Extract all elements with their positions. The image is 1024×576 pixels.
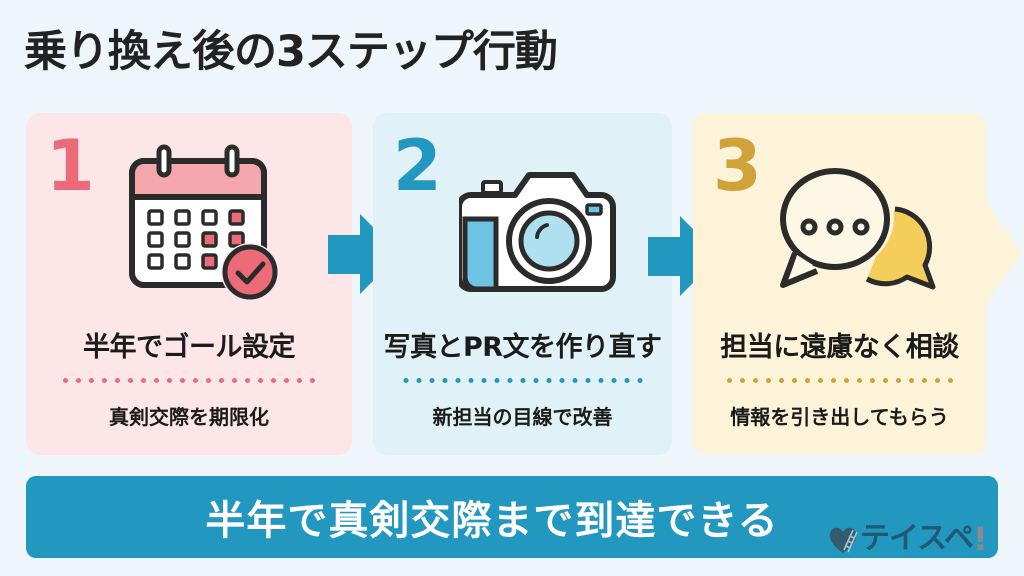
- step-card-3: 3 担当に遠慮なく相談 情報を引き出してもらう: [693, 113, 986, 455]
- step-heading: 半年でゴール設定: [83, 332, 296, 363]
- chat-bubbles-icon: [780, 165, 936, 290]
- dotted-divider: [726, 378, 953, 383]
- arrow-right-icon: [648, 216, 720, 296]
- step-subtext: 情報を引き出してもらう: [730, 405, 949, 429]
- camera-icon: [459, 172, 616, 292]
- step-number: 1: [46, 125, 95, 207]
- banner-text: 半年で真剣交際まで到達できる: [205, 498, 779, 544]
- brand-logo: テイスペ !: [826, 522, 988, 556]
- step-number: 3: [713, 125, 762, 207]
- step-heading: 写真とPR文を作り直す: [383, 332, 662, 363]
- page-title: 乗り換え後の3ステップ行動: [24, 27, 558, 77]
- step-subtext: 新担当の目線で改善: [432, 405, 613, 429]
- step-number: 2: [393, 125, 442, 207]
- card-point-shape: [984, 200, 1022, 306]
- step-card-2: 2 写真とPR文を作り直す 新担当の目線で改善: [373, 113, 672, 455]
- heart-ladder-icon: [829, 527, 858, 553]
- step-heading: 担当に遠慮なく相談: [720, 332, 959, 363]
- step-card-1: 1 半年でゴール設定 真剣交際を期限化: [26, 113, 352, 455]
- logo-text: テイスペ: [860, 521, 974, 556]
- dotted-divider: [63, 378, 315, 383]
- calendar-check-icon: [129, 144, 279, 301]
- arrow-right-icon: [328, 214, 400, 294]
- step-subtext: 真剣交際を期限化: [109, 405, 269, 429]
- dotted-divider: [403, 378, 642, 383]
- logo-mark: !: [973, 520, 988, 558]
